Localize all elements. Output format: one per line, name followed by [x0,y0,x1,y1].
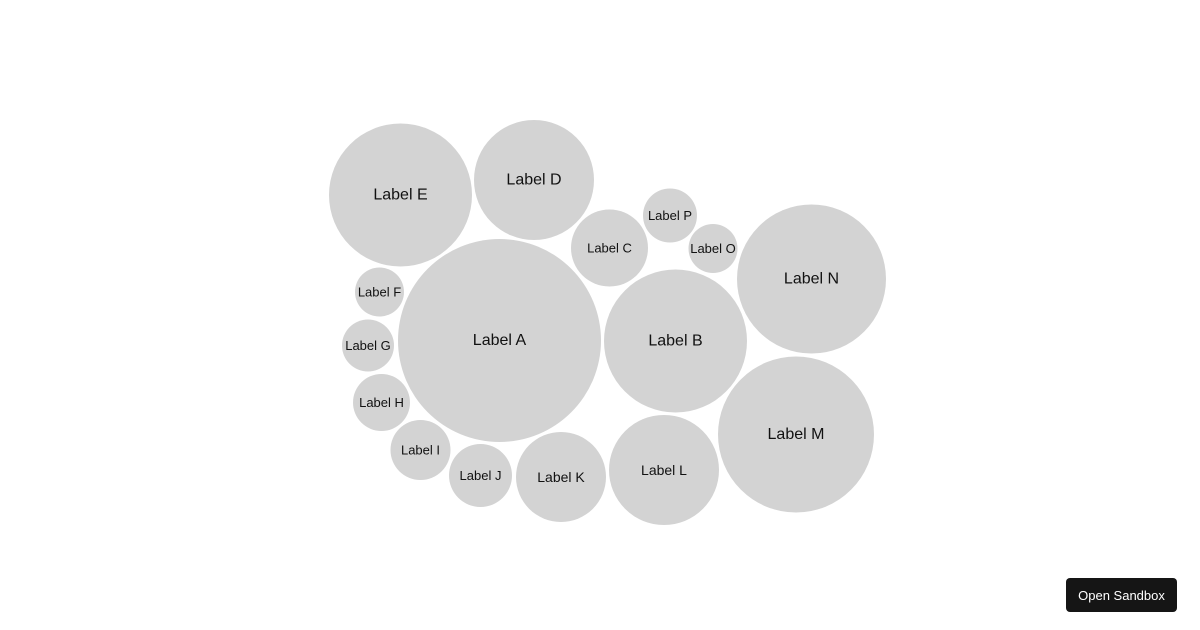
bubble-label-a: Label A [398,239,601,442]
bubble-circle [355,267,404,317]
bubble-label-k: Label K [516,432,606,522]
bubble-label-c: Label C [571,209,648,287]
bubble-label-f: Label F [355,267,404,317]
bubble-label: Label K [537,469,585,485]
bubble-label: Label O [690,241,736,256]
bubble-circle [571,209,648,287]
bubble-label-p: Label P [643,188,697,243]
bubble-circle [390,420,451,480]
bubble-label-o: Label O [688,224,738,273]
bubble-label: Label F [358,285,401,300]
open-sandbox-button[interactable]: Open Sandbox [1066,578,1177,612]
bubble-label: Label I [401,443,440,458]
bubble-label-h: Label H [353,374,410,431]
bubble-label: Label D [506,172,561,189]
bubble-circle [609,415,719,525]
bubble-label-j: Label J [449,444,512,507]
bubble-circle [737,204,886,354]
bubble-label-l: Label L [609,415,719,525]
bubble-label-d: Label D [474,120,594,240]
bubble-label-n: Label N [737,204,886,354]
bubble-circle [329,123,472,267]
bubble-label: Label L [641,462,687,478]
bubble-label: Label M [768,426,825,443]
bubble-label-g: Label G [342,319,394,372]
bubble-label: Label B [648,333,702,350]
bubble-label-i: Label I [390,420,451,480]
bubble-label: Label A [473,332,527,349]
bubble-circle [474,120,594,240]
bubble-label: Label G [345,338,391,353]
bubble-circle [449,444,512,507]
bubble-circle [398,239,601,442]
bubble-circle [604,269,747,413]
bubble-label: Label P [648,208,692,223]
bubble-label-m: Label M [718,356,874,513]
bubble-circle [688,224,738,273]
bubble-label-b: Label B [604,269,747,413]
bubble-label: Label E [373,187,427,204]
bubble-circle [353,374,410,431]
bubble-label-e: Label E [329,123,472,267]
bubble-circle [718,356,874,513]
bubble-label: Label C [587,241,632,256]
bubble-label: Label J [460,468,502,483]
bubble-label: Label H [359,395,404,410]
bubble-circle [342,319,394,372]
bubble-circle [516,432,606,522]
bubble-circle [643,188,697,243]
bubble-label: Label N [784,271,839,288]
